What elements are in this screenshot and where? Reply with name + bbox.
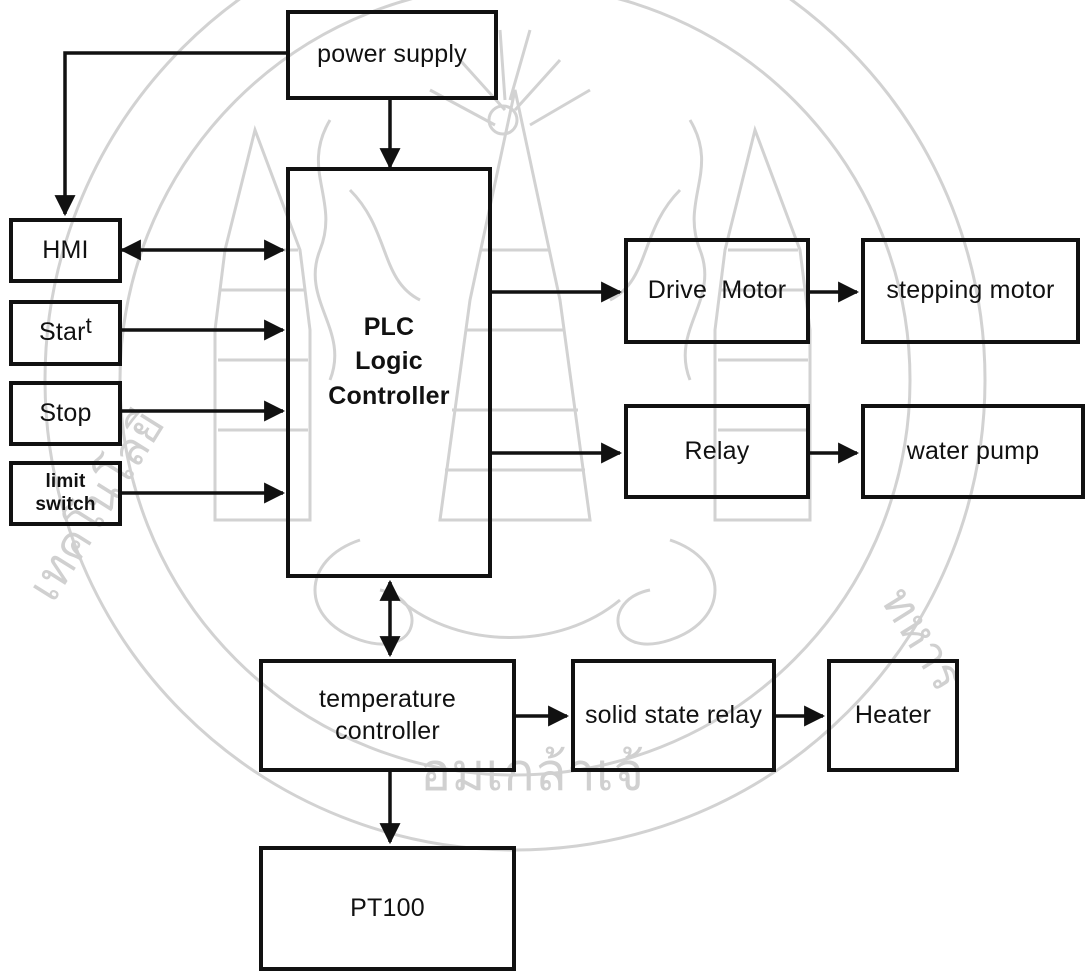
limit-switch-label: limit switch [35,470,96,515]
temperature-controller-label: temperature controller [319,685,456,745]
relay-block: Relay [624,404,810,499]
start-block: Start [9,300,122,366]
hmi-block: HMI [9,218,122,283]
water-pump-block: water pump [861,404,1085,499]
limit-switch-block: limit switch [9,461,122,526]
drive-motor-label: Drive Motor [647,276,787,305]
solid-state-relay-block: solid state relay [571,659,776,772]
power-supply-block: power supply [286,10,498,100]
stepping-motor-label: stepping motor [886,276,1055,305]
solid-state-relay-label: solid state relay [584,700,763,729]
relay-label: Relay [684,436,750,465]
plc-logic-controller-block: PLC Logic Controller [286,167,492,578]
stepping-motor-block: stepping motor [861,238,1080,344]
stop-label: Stop [39,398,92,427]
heater-block: Heater [827,659,959,772]
stop-block: Stop [9,381,122,446]
water-pump-label: water pump [906,436,1040,465]
pt100-label: PT100 [350,893,425,922]
heater-label: Heater [854,700,932,729]
plc-label: PLC Logic Controller [328,312,450,410]
drive-motor-block: Drive Motor [624,238,810,344]
arrow-power-to-hmi [54,51,287,217]
hmi-label: HMI [42,235,89,264]
temperature-controller-block: temperature controller [259,659,516,772]
start-label: Start [39,313,92,347]
power-supply-label: power supply [317,40,467,69]
pt100-block: PT100 [259,846,516,971]
